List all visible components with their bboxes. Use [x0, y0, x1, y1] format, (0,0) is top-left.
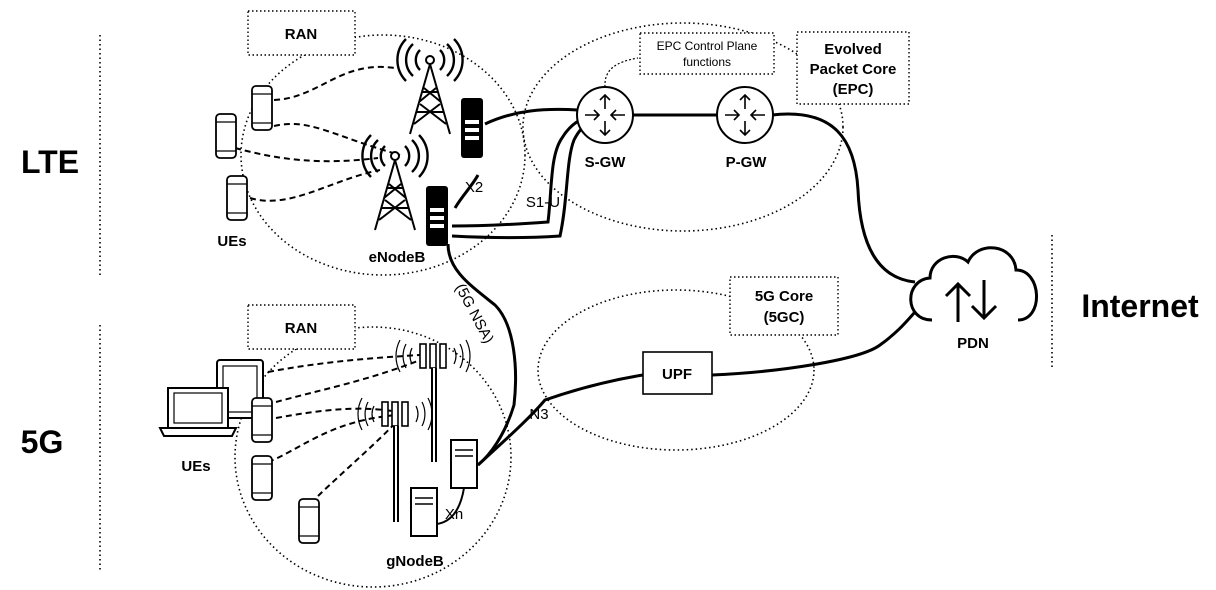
n3-link — [476, 373, 644, 467]
radio-link — [273, 65, 396, 101]
upf-box — [642, 351, 713, 395]
s1u-label: S1-U — [526, 194, 560, 211]
gnodeb-antenna-icon — [395, 339, 471, 462]
radio-link — [267, 414, 399, 463]
epc-title: Packet Core — [810, 61, 897, 78]
enodeb-server-icon — [426, 186, 448, 246]
upf-label: UPF — [662, 366, 692, 383]
laptop-icon — [158, 387, 238, 437]
epc-title: (EPC) — [833, 81, 874, 98]
pgw-router-icon — [716, 86, 774, 144]
lte-ues-label: UEs — [217, 233, 246, 250]
radio-link — [273, 122, 401, 156]
5g-ran-area — [234, 326, 512, 588]
5gc-title: 5G Core — [755, 288, 813, 305]
lte-ran-label: RAN — [285, 26, 318, 43]
n3-label: N3 — [529, 406, 548, 423]
phone-icon — [251, 455, 273, 501]
epc-control-plane-label: functions — [683, 55, 731, 69]
x2-link — [453, 174, 480, 209]
enodeb-server-icon — [461, 98, 483, 158]
gnodeb-label: gNodeB — [386, 553, 444, 570]
5gc-title-box — [729, 276, 839, 336]
internet-section-label: Internet — [1081, 288, 1199, 324]
radio-link — [275, 407, 399, 419]
5gc-title: (5GC) — [764, 309, 805, 326]
xn-link — [436, 487, 465, 525]
control-plane-leader — [604, 57, 639, 88]
epc-title-box — [796, 31, 910, 105]
epc-control-plane-box — [639, 32, 775, 75]
epc-control-plane-label: EPC Control Plane — [657, 39, 758, 53]
5g-section-label: 5G — [21, 424, 64, 460]
lte-section-label: LTE — [21, 144, 79, 180]
phone-icon — [215, 113, 237, 159]
5g-nsa-label: (5G NSA) — [451, 281, 497, 346]
enodeb-tower-icon — [396, 37, 464, 136]
nsa-link — [446, 243, 518, 467]
s1u-link-1 — [451, 116, 585, 228]
5gc-area — [537, 289, 815, 451]
gnodeb-server-icon — [410, 487, 438, 537]
pgw-pdn-link — [771, 112, 916, 284]
radio-link — [234, 147, 379, 163]
enodeb-sgw-link — [484, 107, 579, 126]
sgw-router-icon — [576, 86, 634, 144]
5g-ran-label: RAN — [285, 320, 318, 337]
phone-icon — [251, 85, 273, 131]
phone-icon — [298, 498, 320, 544]
lte-ran-area — [240, 34, 526, 276]
epc-area — [522, 22, 844, 232]
epc-title: Evolved — [824, 41, 882, 58]
upf-pdn-link — [711, 310, 917, 377]
enodeb-tower-icon — [361, 133, 429, 232]
xn-label: Xn — [445, 506, 463, 523]
sgw-label: S-GW — [585, 154, 627, 171]
phone-icon — [251, 397, 273, 443]
5g-ues-label: UEs — [181, 458, 210, 475]
phone-icon — [226, 175, 248, 221]
x2-label: X2 — [465, 179, 483, 196]
radio-link — [317, 419, 399, 497]
enodeb-label: eNodeB — [369, 249, 426, 266]
radio-link — [275, 359, 421, 403]
gnodeb-server-icon — [450, 439, 478, 489]
lte-ran-box — [247, 10, 356, 56]
radio-link — [249, 169, 381, 202]
5g-ran-box — [247, 304, 356, 350]
pgw-label: P-GW — [726, 154, 768, 171]
pdn-label: PDN — [957, 335, 989, 352]
gnodeb-antenna-icon — [357, 397, 433, 522]
cloud-icon — [909, 246, 1038, 322]
